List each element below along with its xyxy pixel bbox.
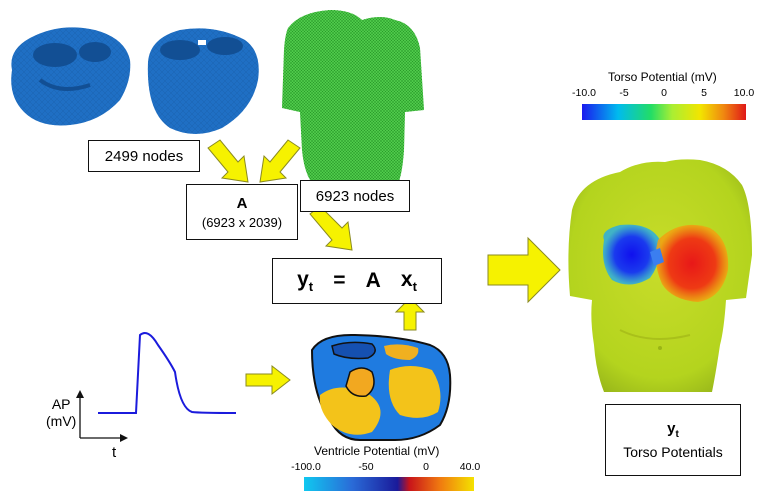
arrow-ventricle-to-equation [394,297,426,331]
torso-tick: 5 [701,87,707,99]
ap-trace [98,332,237,414]
ap-axis-label: AP (mV) [46,396,77,429]
arrow-heart-to-matrix [207,139,249,183]
ventricle-potential-map [310,333,452,441]
matrix-name: A [236,194,248,212]
equation-a: A [365,269,381,292]
torso-tick: 10.0 [733,87,755,99]
ventricle-colorbar-gradient [304,477,474,491]
torso-potential-map [568,159,752,392]
arrow-equation-to-torso [487,236,561,304]
torso-colorbar-title: Torso Potential (mV) [608,70,717,84]
torso-mesh [282,10,424,190]
equation-equals: = [333,269,346,292]
ventricle-tick: 0 [423,461,429,473]
torso-tick: 0 [661,87,667,99]
torso-tick: -10.0 [572,87,596,99]
torso-nodes-text: 6923 nodes [315,187,395,205]
heart-nodes-text: 2499 nodes [104,147,184,165]
torso-tick: -5 [619,87,629,99]
ventricle-tick: -100.0 [291,461,321,473]
ventricle-colorbar-title: Ventricle Potential (mV) [314,444,440,458]
time-axis-label: t [112,444,117,461]
ventricle-tick: 40.0 [459,461,481,473]
arrow-matrix-to-equation [309,205,353,251]
forward-equation: yt = A xt [272,258,442,304]
heart-nodes-label: 2499 nodes [88,140,200,172]
matrix-box: A (6923 x 2039) [186,184,298,240]
result-symbol: yt [667,420,679,440]
arrow-ap-to-ventricle [245,364,291,396]
result-box: yt Torso Potentials [605,404,741,476]
heart-mesh-left [11,27,131,126]
torso-nodes-label: 6923 nodes [300,180,410,212]
equation-y: yt [297,267,314,295]
torso-colorbar-gradient [582,104,746,120]
action-potential-plot [76,332,237,442]
ventricle-tick: -50 [358,461,374,473]
equation-x: xt [400,267,417,295]
matrix-dims: (6923 x 2039) [201,214,283,230]
result-caption: Torso Potentials [623,444,723,460]
heart-mesh-right [147,28,259,135]
